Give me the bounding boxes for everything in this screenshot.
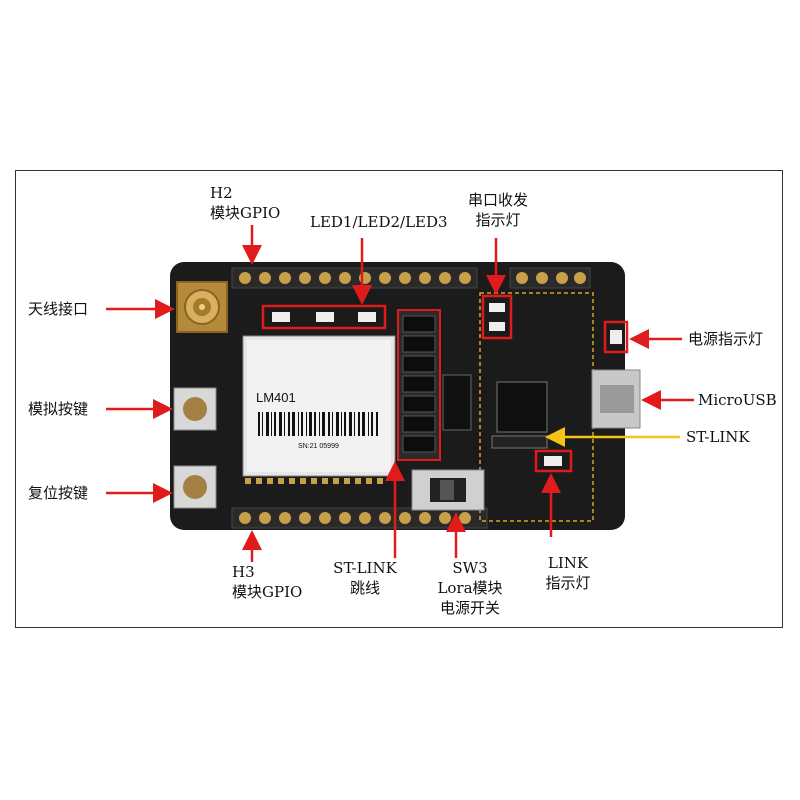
label-reset-key: 复位按键: [28, 484, 89, 502]
label-sw3: SW3 Lora模块 电源开关: [437, 559, 503, 617]
link-led: [534, 449, 573, 473]
label-h2: H2 模块GPIO: [210, 184, 281, 222]
lora-module: LM401 SN:21 05999: [242, 335, 396, 484]
callout-arrows: [106, 225, 694, 562]
h2-header: [231, 267, 591, 289]
label-microusb: MicroUSB: [698, 391, 777, 409]
label-stlink: ST-LINK: [686, 428, 750, 446]
label-link-led: LINK 指示灯: [545, 554, 591, 592]
label-h3: H3 模块GPIO: [232, 563, 303, 601]
label-power-led: 电源指示灯: [688, 330, 764, 348]
label-leds: LED1/LED2/LED3: [310, 213, 448, 231]
label-antenna: 天线接口: [28, 300, 89, 318]
antenna-connector: [176, 281, 228, 333]
stlink-mcu: [491, 381, 548, 449]
module-name: LM401: [256, 390, 296, 405]
label-uart: 串口收发 指示灯: [467, 191, 528, 229]
reset-key-button: [173, 465, 217, 509]
figure-frame: [15, 170, 783, 628]
power-led: [603, 320, 629, 354]
label-analog-key: 模拟按键: [28, 400, 89, 418]
sw3-switch: [411, 469, 485, 511]
analog-key-button: [173, 387, 217, 431]
small-ic: [442, 374, 472, 431]
module-serial: SN:21 05999: [298, 443, 339, 450]
uart-leds: [481, 294, 513, 340]
microusb-port: [591, 369, 641, 429]
stlink-jumper-block: [397, 309, 441, 461]
led-group: [261, 304, 387, 330]
label-stlink-jumper: ST-LINK 跳线: [333, 559, 397, 597]
h3-header: [231, 507, 488, 529]
barcode: [258, 412, 378, 436]
